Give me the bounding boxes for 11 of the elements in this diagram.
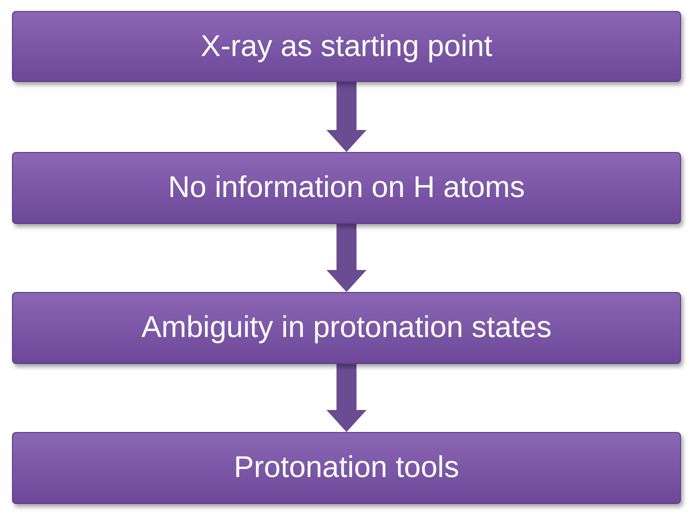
process-box xyxy=(12,152,681,224)
block-arrow xyxy=(326,82,366,152)
block-arrow xyxy=(326,224,366,292)
box-label: No information on H atoms xyxy=(167,170,526,206)
box-label: X-ray as starting point xyxy=(200,28,494,65)
block-arrow xyxy=(326,364,366,432)
process-box xyxy=(12,432,681,504)
process-box xyxy=(12,11,681,82)
box-label: Ambiguity in protonation states xyxy=(140,310,553,346)
box-label: Protonation tools xyxy=(232,450,460,486)
process-box xyxy=(12,292,681,364)
